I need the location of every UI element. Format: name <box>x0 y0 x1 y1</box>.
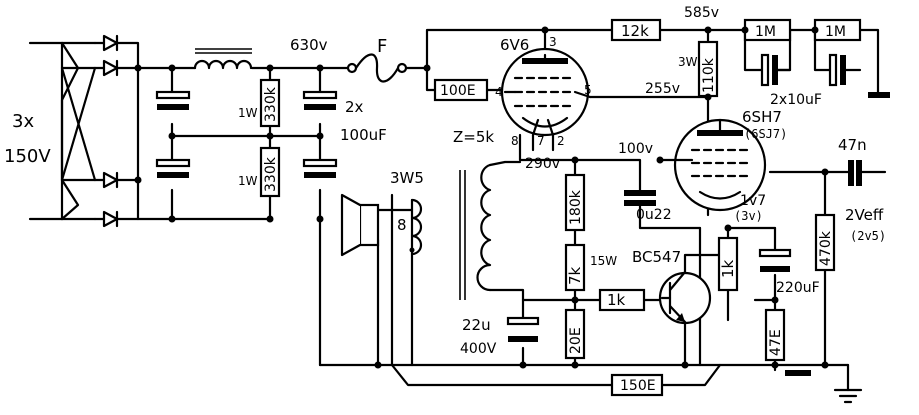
label-fuse: F <box>377 36 387 57</box>
fuse <box>346 53 408 83</box>
coupling-and-bypass-caps <box>506 160 862 376</box>
resistor-180k <box>564 173 586 232</box>
speaker <box>340 193 380 257</box>
label-2v5: (2v5) <box>850 229 886 243</box>
label-470k: 470k <box>818 230 834 266</box>
label-3w: 3W <box>678 55 698 69</box>
label-220uf: 220uF <box>776 280 820 296</box>
resistor-330k-a <box>259 78 281 128</box>
label-255v: 255v <box>645 81 680 97</box>
label-110k: 110k <box>701 57 717 93</box>
label-spk-8: 8 <box>397 216 407 234</box>
label-400v: 400V <box>460 341 497 357</box>
label-47e: 47E <box>768 329 784 356</box>
transistor-bc547 <box>658 270 712 325</box>
junction-dots <box>134 26 829 369</box>
label-pin2: 2 <box>557 134 565 148</box>
diode-3 <box>102 171 119 189</box>
diode-1 <box>102 34 119 52</box>
label-22u: 22u <box>462 316 491 334</box>
diode-2 <box>102 59 119 77</box>
diode-bridge <box>102 34 119 228</box>
label-pin7: 7 <box>537 134 545 148</box>
label-tube-6sj7: (6SJ7) <box>744 127 787 141</box>
resistors <box>259 18 862 397</box>
resistor-1k-collector <box>717 236 739 292</box>
label-15w: 15W <box>590 254 617 268</box>
resistor-47e <box>764 308 786 362</box>
label-z5k: Z=5k <box>453 128 494 146</box>
label-pin3: 3 <box>549 35 557 49</box>
label-330k-a: 330k <box>263 86 279 122</box>
label-2x10uf: 2x10uF <box>770 92 822 108</box>
label-330k-b: 330k <box>263 156 279 192</box>
tube-6v6 <box>500 47 592 137</box>
label-tube-6v6: 6V6 <box>500 36 529 54</box>
label-585v: 585v <box>684 5 719 21</box>
label-pin4: 4 <box>495 85 503 99</box>
label-1m-b: 1M <box>825 24 846 40</box>
filter-capacitors <box>155 90 338 178</box>
label-12k: 12k <box>621 22 649 40</box>
label-150e: 150E <box>620 378 656 394</box>
label-100uf: 100uF <box>340 126 387 144</box>
label-1m-a: 1M <box>755 24 776 40</box>
label-1w-b: 1W <box>238 174 258 188</box>
label-1k-base: 1k <box>607 291 626 309</box>
resistor-470k <box>814 213 836 272</box>
label-supply-voltage: 150V <box>4 146 51 167</box>
label-100e: 100E <box>440 83 476 99</box>
resistor-330k-b <box>259 146 281 198</box>
label-3w5: 3W5 <box>390 169 424 187</box>
label-630v: 630v <box>290 36 328 54</box>
ground-symbol <box>833 388 863 404</box>
labels: 3x 150V 630v F 6V6 3 4 5 8 7 2 100E 12k … <box>4 5 886 394</box>
resistor-7k <box>564 243 586 292</box>
label-supply-count: 3x <box>12 111 34 132</box>
label-47n: 47n <box>838 136 867 154</box>
label-100v: 100v <box>618 141 653 157</box>
resistor-100e <box>433 78 489 102</box>
output-transformer <box>410 163 492 300</box>
label-bc547: BC547 <box>632 248 681 266</box>
label-1k-collector: 1k <box>719 259 737 278</box>
resistor-12k <box>610 18 662 42</box>
label-7k: 7k <box>566 266 584 285</box>
label-180k: 180k <box>568 189 584 225</box>
label-0u22: 0u22 <box>636 207 672 223</box>
label-pin8: 8 <box>511 134 519 148</box>
label-3v: (3v) <box>734 209 763 223</box>
label-2veff: 2Veff <box>845 206 884 224</box>
resistor-20e <box>564 308 586 360</box>
label-cap-2x: 2x <box>345 98 364 116</box>
label-20e: 20E <box>568 327 584 354</box>
label-pin5: 5 <box>584 83 592 97</box>
resistor-1k-base <box>598 288 646 312</box>
resistor-150e <box>610 373 664 397</box>
tube-6sh7 <box>673 118 767 212</box>
label-290v: 290v <box>525 156 560 172</box>
label-tube-6sh7: 6SH7 <box>742 108 782 126</box>
choke-inductor <box>193 48 253 70</box>
label-1w-a: 1W <box>238 106 258 120</box>
label-1v7: 1v7 <box>740 193 766 209</box>
diode-4 <box>102 210 119 228</box>
cap-2x10uf <box>760 53 890 98</box>
